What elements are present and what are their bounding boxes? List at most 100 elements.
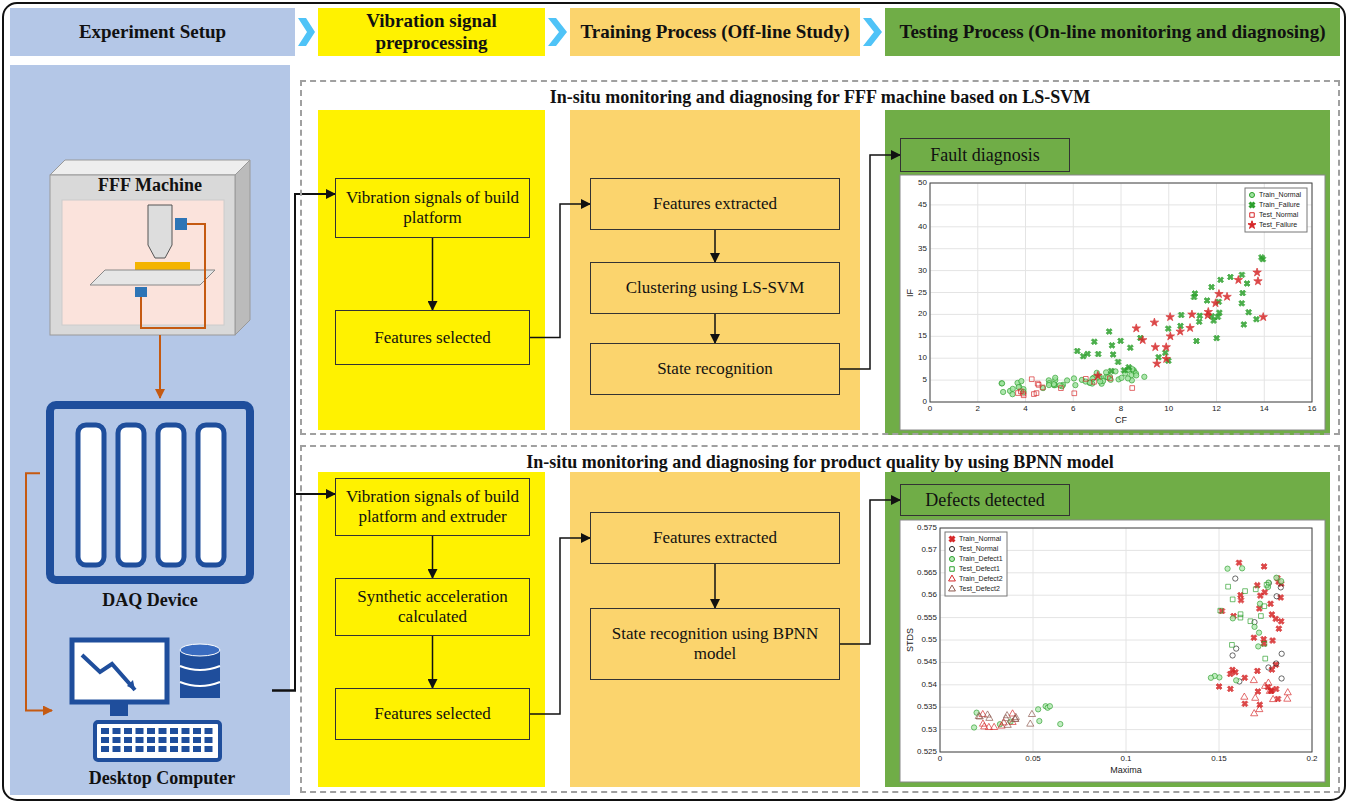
scatter-chart — [940, 528, 1312, 752]
data-point — [1226, 584, 1231, 589]
grid-line — [1033, 528, 1034, 752]
data-point — [1177, 311, 1186, 320]
box-text: Vibration signals of build platform — [344, 188, 521, 228]
data-point — [1252, 624, 1257, 629]
tick-label: 0.05 — [1025, 755, 1041, 763]
legend-marker — [1249, 192, 1254, 197]
computer-illustration — [72, 640, 167, 702]
data-point — [1072, 391, 1077, 396]
tick-label: 0.555 — [917, 614, 937, 622]
legend-box — [945, 532, 1007, 596]
legend-marker — [1248, 221, 1256, 229]
axis-title: IF — [906, 289, 915, 297]
fff-machine-illustration — [50, 160, 250, 335]
machine-figure: FFF Machine — [50, 160, 250, 335]
tick-label: 0.54 — [921, 681, 937, 689]
data-point — [1035, 707, 1040, 712]
tick-label: 0.53 — [921, 726, 937, 734]
data-point — [1233, 576, 1238, 581]
daq-illustration — [78, 425, 104, 565]
data-point — [1274, 661, 1279, 666]
tick-label: 0.1 — [1120, 755, 1131, 763]
legend-text: Test_Normal — [959, 545, 998, 552]
data-point — [1215, 290, 1223, 298]
data-point — [1230, 597, 1235, 602]
data-point — [1176, 327, 1184, 335]
data-point — [1108, 376, 1113, 381]
data-point — [1153, 359, 1161, 367]
legend-marker — [1248, 201, 1256, 209]
process-box: State recognition using BPNN model — [590, 608, 840, 680]
data-point — [1000, 389, 1005, 394]
scatter-chart — [930, 183, 1312, 402]
flow-arrow — [272, 494, 335, 691]
tick-label: 8 — [1119, 405, 1123, 413]
flow-arrow — [432, 238, 434, 310]
data-point — [1262, 682, 1269, 688]
data-point — [1279, 676, 1284, 681]
process-box: Features extracted — [590, 178, 840, 230]
legend-text: Train_Defect2 — [959, 575, 1003, 582]
tick-label: 2 — [976, 405, 980, 413]
data-point — [1004, 721, 1011, 727]
process-box: Synthetic acceleration calculated — [335, 578, 530, 636]
data-point — [1016, 391, 1021, 396]
data-point — [1230, 616, 1235, 621]
signal-wire — [159, 335, 161, 398]
box-text: Defects detected — [925, 490, 1044, 511]
data-point — [1105, 327, 1114, 336]
data-point — [1253, 666, 1262, 675]
data-point — [1166, 313, 1174, 321]
data-point — [1236, 591, 1245, 600]
data-point — [1046, 382, 1051, 387]
data-point — [1253, 581, 1262, 590]
data-point — [1064, 378, 1069, 383]
tick-label: 45 — [918, 201, 927, 209]
grid-line — [1126, 528, 1127, 752]
tick-label: 12 — [1212, 405, 1221, 413]
box-text: Features selected — [374, 704, 491, 724]
daq-illustration — [158, 425, 184, 565]
stage-title: Experiment Setup — [79, 21, 226, 43]
data-point — [1260, 562, 1269, 571]
legend-text: Test_Normal — [1259, 211, 1298, 218]
stage-title: Vibration signal preprocessing — [326, 10, 537, 54]
fff-machine-illustration — [135, 287, 147, 297]
tick-label: 25 — [918, 289, 927, 297]
tick-label: 6 — [1071, 405, 1075, 413]
tick-label: 14 — [1260, 405, 1269, 413]
computer-illustration — [95, 722, 220, 760]
data-point — [1276, 593, 1285, 602]
box-text: State recognition using BPNN model — [599, 624, 831, 664]
stage-title: Training Process (Off-line Study) — [581, 21, 850, 43]
computer-illustration — [193, 746, 201, 752]
tick-label: 0 — [938, 755, 942, 763]
column-ground — [885, 472, 1330, 787]
data-point — [1142, 374, 1147, 379]
data-point — [1215, 682, 1224, 691]
flow-arrow — [714, 314, 716, 343]
data-point — [1019, 389, 1024, 394]
data-point — [1108, 341, 1117, 350]
tick-label: 0.545 — [917, 658, 937, 666]
data-point — [1028, 710, 1035, 716]
tick-label: 0.57 — [921, 546, 937, 554]
tick-label: 0.56 — [921, 591, 937, 599]
daq-figure: DAQ Device — [40, 398, 260, 613]
computer-illustration — [113, 728, 121, 734]
data-point — [1238, 615, 1243, 620]
process-box: Features selected — [335, 688, 530, 740]
data-point — [1267, 665, 1276, 674]
data-point — [1208, 675, 1213, 680]
tick-label: 0.55 — [921, 636, 937, 644]
data-point — [1107, 366, 1116, 375]
data-point — [1256, 644, 1261, 649]
flow-arrow — [432, 636, 434, 688]
fff-machine-illustration — [235, 160, 250, 335]
column-ground — [570, 472, 860, 787]
data-point — [975, 712, 982, 718]
data-point — [1267, 610, 1276, 619]
data-point — [1211, 299, 1219, 307]
data-point — [1218, 608, 1223, 613]
